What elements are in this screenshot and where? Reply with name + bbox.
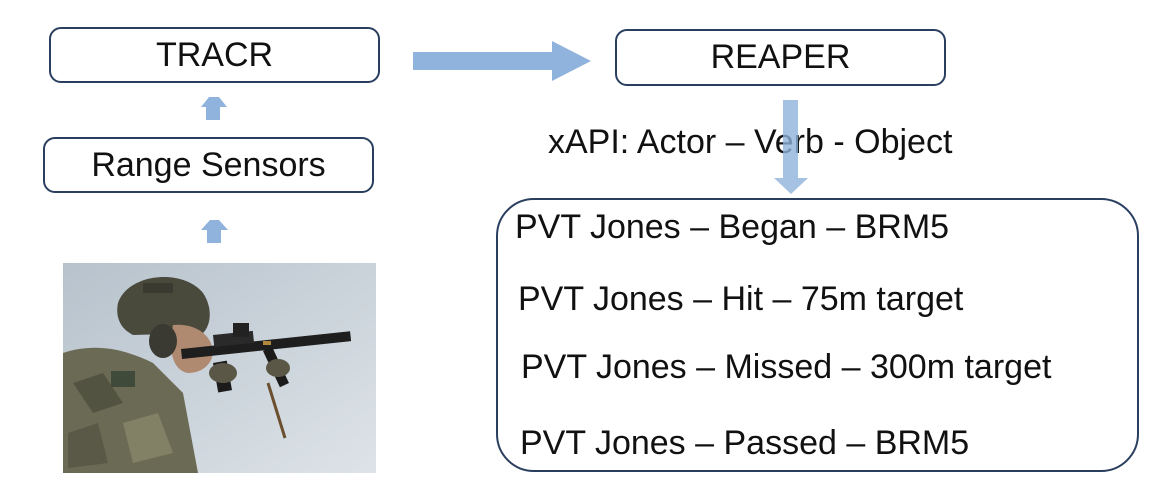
range-sensors-label: Range Sensors bbox=[91, 145, 326, 184]
statement-item: PVT Jones – Missed – 300m target bbox=[521, 348, 1052, 386]
reaper-label: REAPER bbox=[710, 38, 851, 76]
soldier-photo bbox=[63, 263, 376, 473]
soldier-image bbox=[63, 263, 376, 473]
range-sensors-box: Range Sensors bbox=[43, 137, 374, 193]
sensors-to-tracr-arrow bbox=[201, 97, 227, 120]
tracr-label: TRACR bbox=[155, 35, 274, 74]
statement-item: PVT Jones – Began – BRM5 bbox=[515, 208, 950, 246]
xapi-label: xAPI: Actor – Verb - Object bbox=[548, 123, 953, 161]
reaper-to-statements-arrow bbox=[774, 100, 808, 194]
statements-box bbox=[496, 198, 1139, 472]
statement-item: PVT Jones – Passed – BRM5 bbox=[520, 424, 970, 462]
photo-to-sensors-arrow bbox=[201, 220, 228, 243]
tracr-to-reaper-arrow bbox=[413, 41, 591, 81]
tracr-box: TRACR bbox=[49, 27, 380, 83]
reaper-box: REAPER bbox=[615, 29, 946, 86]
statement-item: PVT Jones – Hit – 75m target bbox=[518, 280, 964, 318]
